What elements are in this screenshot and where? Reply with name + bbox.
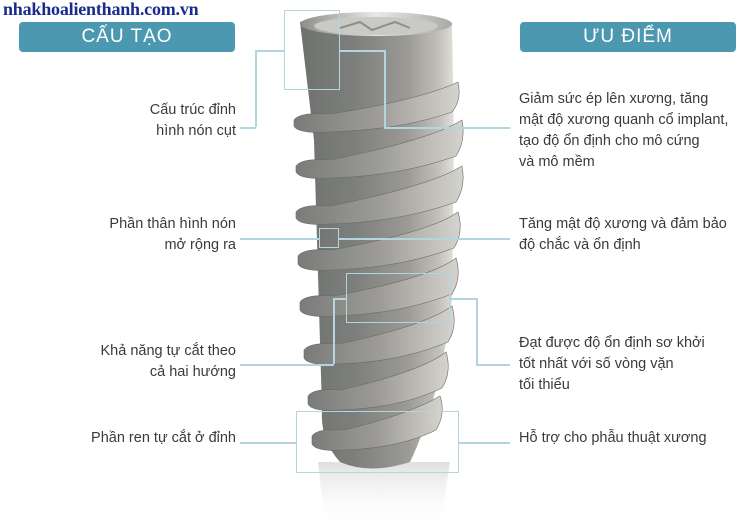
structure-label-conical-top: Cấu trúc đỉnh hình nón cụt <box>149 102 236 139</box>
advantages-header: ƯU ĐIỂM <box>520 22 736 52</box>
callout-line-3-left-h2 <box>240 364 334 366</box>
advantage-label-bone-surgery: Hỗ trợ cho phẫu thuật xương <box>519 430 707 446</box>
structure-header-label: CẤU TẠO <box>81 26 173 47</box>
callout-line-3-right-h1 <box>450 298 477 300</box>
callout-line-3-left-v <box>333 298 335 364</box>
structure-label-self-tapping-apex: Phần ren tự cắt ở đỉnh <box>91 430 236 446</box>
callout-line-1-right-v <box>384 50 386 127</box>
callout-box-apex <box>296 411 459 473</box>
callout-line-3-right-v <box>476 298 478 364</box>
structure-label-bidirectional-cutting: Khả năng tự cắt theo cả hai hướng <box>100 343 236 380</box>
callout-line-1-left-h <box>255 50 285 52</box>
callout-line-3-right-h2 <box>476 364 510 366</box>
callout-line-4-left <box>240 442 296 444</box>
callout-line-1-left-v <box>255 50 257 127</box>
callout-line-2-left <box>240 238 320 240</box>
callout-line-1-right-h1 <box>340 50 385 52</box>
website-watermark: nhakhoalienthanh.com.vn <box>3 0 199 19</box>
structure-header: CẤU TẠO <box>19 22 235 52</box>
advantage-label-bone-density: Tăng mật độ xương và đảm bảo độ chắc và … <box>519 216 727 253</box>
callout-box-cutting <box>346 273 450 323</box>
callout-line-2-right <box>339 238 510 240</box>
callout-line-1-right-h2 <box>384 127 510 129</box>
advantage-label-bone-pressure: Giảm sức ép lên xương, tăng mật độ xương… <box>519 91 729 170</box>
callout-box-collar <box>284 10 340 90</box>
callout-line-3-left-h1 <box>333 298 347 300</box>
callout-box-body <box>319 228 339 248</box>
advantages-header-label: ƯU ĐIỂM <box>583 26 673 47</box>
callout-line-1-left-end <box>240 127 256 129</box>
structure-label-expanding-body: Phần thân hình nón mở rộng ra <box>109 216 236 253</box>
callout-line-4-right <box>459 442 510 444</box>
advantage-label-primary-stability: Đạt được độ ổn định sơ khởi tốt nhất với… <box>519 335 705 393</box>
